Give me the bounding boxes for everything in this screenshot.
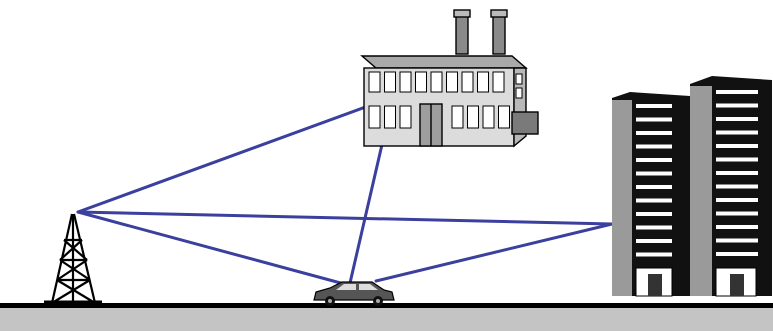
factory-icon xyxy=(360,9,539,148)
signal-path-skyscrapers-to-car xyxy=(374,222,614,283)
radio-tower-icon xyxy=(44,213,102,304)
skyscraper-icon xyxy=(612,76,772,297)
signal-path-transmitter-tower-to-skyscrapers xyxy=(76,210,614,226)
ground xyxy=(0,303,773,331)
car-icon xyxy=(313,281,395,306)
signal-path-transmitter-tower-to-car xyxy=(76,210,350,287)
signal-path-transmitter-tower-to-factory xyxy=(76,95,395,214)
